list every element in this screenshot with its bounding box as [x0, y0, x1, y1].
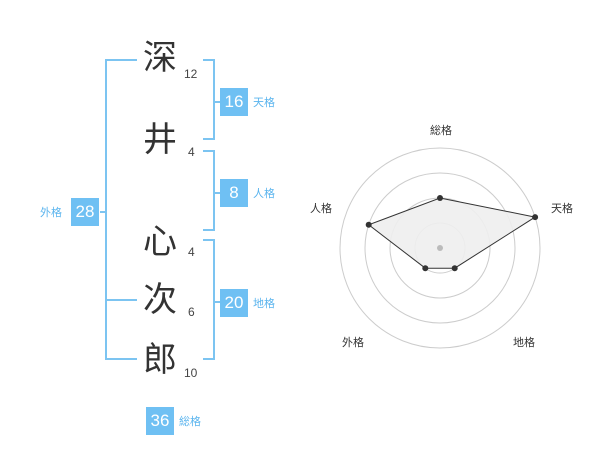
axis-label-jinkaku: 人格 [310, 202, 332, 215]
jinkaku-bracket-vertical [213, 150, 215, 231]
gaikaku-bracket-bottom [105, 358, 137, 360]
gaikaku-label: 外格 [40, 206, 62, 219]
gaikaku-bracket-tick [100, 211, 106, 213]
chikaku-bracket-bottom [203, 358, 215, 360]
chikaku-badge: 20 [220, 289, 248, 317]
axis-label-chikaku: 地格 [513, 336, 535, 349]
name-char-2: 井 [143, 120, 177, 160]
jinkaku-bracket-top [203, 150, 215, 152]
tenkaku-bracket-tick [215, 101, 221, 103]
gaikaku-bracket-middle [105, 299, 137, 301]
gaikaku-bracket-vertical [105, 59, 107, 360]
axis-label-tenkaku: 天格 [551, 202, 573, 215]
jinkaku-bracket-tick [215, 192, 221, 194]
stroke-count-4: 6 [188, 305, 195, 319]
jinkaku-bracket-bottom [203, 229, 215, 231]
radar-center-point [437, 245, 443, 251]
name-char-5: 郎 [143, 340, 177, 380]
axis-label-gaikaku: 外格 [342, 336, 364, 349]
jinkaku-label: 人格 [253, 187, 275, 200]
chikaku-label: 地格 [253, 297, 275, 310]
stroke-count-5: 10 [184, 366, 198, 380]
name-char-4: 次 [143, 280, 177, 320]
chikaku-bracket-top [203, 239, 215, 241]
radar-point-2 [532, 214, 539, 221]
stroke-count-1: 12 [184, 67, 198, 81]
tenkaku-bracket-vertical [213, 59, 215, 140]
gaikaku-bracket-top [105, 59, 137, 61]
tenkaku-bracket-top [203, 59, 215, 61]
radar-grid-ring [364, 172, 516, 324]
radar-point-1 [437, 195, 443, 201]
radar-grid-ring [339, 147, 541, 349]
axis-label-soukaku: 総格 [430, 124, 452, 137]
gaikaku-badge: 28 [71, 198, 99, 226]
stroke-count-2: 4 [188, 145, 195, 159]
radar-series-polygon [367, 197, 537, 269]
soukaku-badge: 36 [146, 407, 174, 435]
radar-point-5 [365, 221, 372, 228]
tenkaku-bracket-bottom [203, 138, 215, 140]
jinkaku-badge: 8 [220, 179, 248, 207]
name-char-1: 深 [143, 38, 177, 78]
tenkaku-label: 天格 [253, 96, 275, 109]
tenkaku-badge: 16 [220, 88, 248, 116]
chikaku-bracket-vertical [213, 239, 215, 360]
radar-point-3 [451, 265, 458, 272]
stroke-count-3: 4 [188, 245, 195, 259]
chikaku-bracket-tick [215, 301, 221, 303]
soukaku-label: 総格 [179, 415, 201, 428]
name-char-3: 心 [143, 222, 177, 262]
radar-point-4 [422, 265, 429, 272]
